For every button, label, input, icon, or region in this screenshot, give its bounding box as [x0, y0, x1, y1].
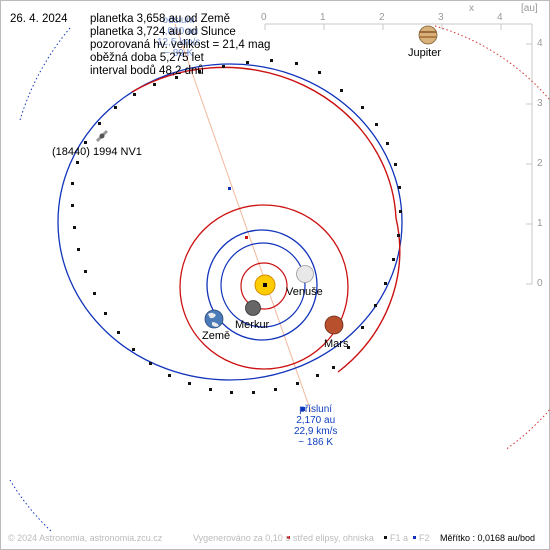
- mars-orbit: [179, 204, 349, 370]
- copyright-text: © 2024 Astronomia, astronomia.zcu.cz: [8, 533, 163, 543]
- y-tick-0: 0: [537, 278, 543, 289]
- axis-unit: [au]: [521, 3, 538, 14]
- info-magnitude: pozorovaná hv. velikost = 21,4 mag: [90, 39, 271, 51]
- venus-icon: [296, 265, 314, 283]
- asteroid-orbit-blue: [57, 63, 403, 381]
- aphelion-title: odsluní: [162, 15, 195, 26]
- perihelion-title: přísluní: [299, 404, 333, 415]
- legend-center-label: střed elipsy, ohniska: [293, 533, 374, 543]
- asteroid-orbit-dotted-tl: [19, 27, 71, 121]
- legend-f1-label: F1 a: [390, 533, 409, 543]
- orbit-point-markers: [71, 59, 402, 394]
- sun-focus-marker: [263, 283, 267, 287]
- x-tick-3: 3: [438, 12, 444, 23]
- perihelion-temp: ~ 186 K: [298, 437, 334, 448]
- asteroid-icon: [95, 129, 109, 143]
- info-earth-distance: planetka 3,658 au od Země: [90, 13, 231, 25]
- mercury-icon: [245, 300, 261, 316]
- aphelion-distance: 4,000 au: [159, 26, 199, 37]
- info-interval: interval bodů 48,2 dnů: [90, 65, 204, 77]
- perihelion-annotation: přísluní 2,170 au 22,9 km/s ~ 186 K: [294, 404, 337, 448]
- jupiter-icon: [418, 25, 438, 45]
- aphelion-temp: ~ 89 K: [164, 48, 194, 59]
- info-sun-distance: planetka 3,724 au od Slunce: [90, 26, 236, 38]
- x-axis-name: x: [469, 3, 474, 14]
- venus-orbit: [220, 242, 306, 328]
- perihelion-distance: 2,170 au: [296, 415, 336, 426]
- info-panel: planetka 3,658 au od Země planetka 3,724…: [90, 13, 270, 78]
- legend-f1-swatch: [384, 536, 387, 539]
- earth-label: Země: [202, 330, 231, 342]
- mars-icon: [324, 315, 344, 335]
- legend-center-swatch: [287, 536, 290, 539]
- x-tick-1: 1: [320, 12, 326, 23]
- scale-label: Měřítko : 0,0168 au/bod: [440, 533, 536, 543]
- generated-time: Vygenerováno za 0,10 s: [193, 533, 290, 543]
- perihelion-marker: [301, 407, 305, 411]
- legend-f2-swatch: [413, 536, 416, 539]
- mercury-label: Merkur: [235, 319, 270, 331]
- ellipse-center-marker: [245, 236, 248, 239]
- focus-f2-marker: [228, 187, 231, 190]
- asteroid-orbit-dotted-bl: [9, 479, 53, 533]
- axis-rulers: [264, 23, 533, 285]
- date-label: 26. 4. 2024: [10, 13, 68, 25]
- jupiter-orbit: [434, 25, 550, 451]
- y-tick-1: 1: [537, 218, 543, 229]
- venus-label: Venuše: [286, 286, 323, 298]
- y-tick-4: 4: [537, 38, 543, 49]
- asteroid-orbit-red: [131, 66, 401, 373]
- x-tick-4: 4: [497, 12, 503, 23]
- info-period: oběžná doba 5,275 let: [90, 52, 204, 64]
- aphelion-speed: 12,5 km/s: [157, 37, 201, 48]
- y-tick-3: 3: [537, 98, 543, 109]
- mercury-orbit: [240, 262, 288, 310]
- perihelion-speed: 22,9 km/s: [294, 426, 338, 437]
- jupiter-label: Jupiter: [408, 47, 442, 59]
- asteroid-label: (18440) 1994 NV1: [52, 146, 142, 158]
- earth-orbit: [206, 229, 318, 341]
- y-tick-2: 2: [537, 158, 543, 169]
- legend-f2-label: F2: [419, 533, 430, 543]
- x-tick-2: 2: [379, 12, 385, 23]
- mars-label: Mars: [324, 338, 349, 350]
- earth-icon: [204, 309, 224, 329]
- apsis-line: [174, 23, 312, 413]
- x-tick-0: 0: [261, 12, 267, 23]
- aphelion-annotation: odsluní 4,000 au 12,5 km/s ~ 89 K: [157, 15, 200, 59]
